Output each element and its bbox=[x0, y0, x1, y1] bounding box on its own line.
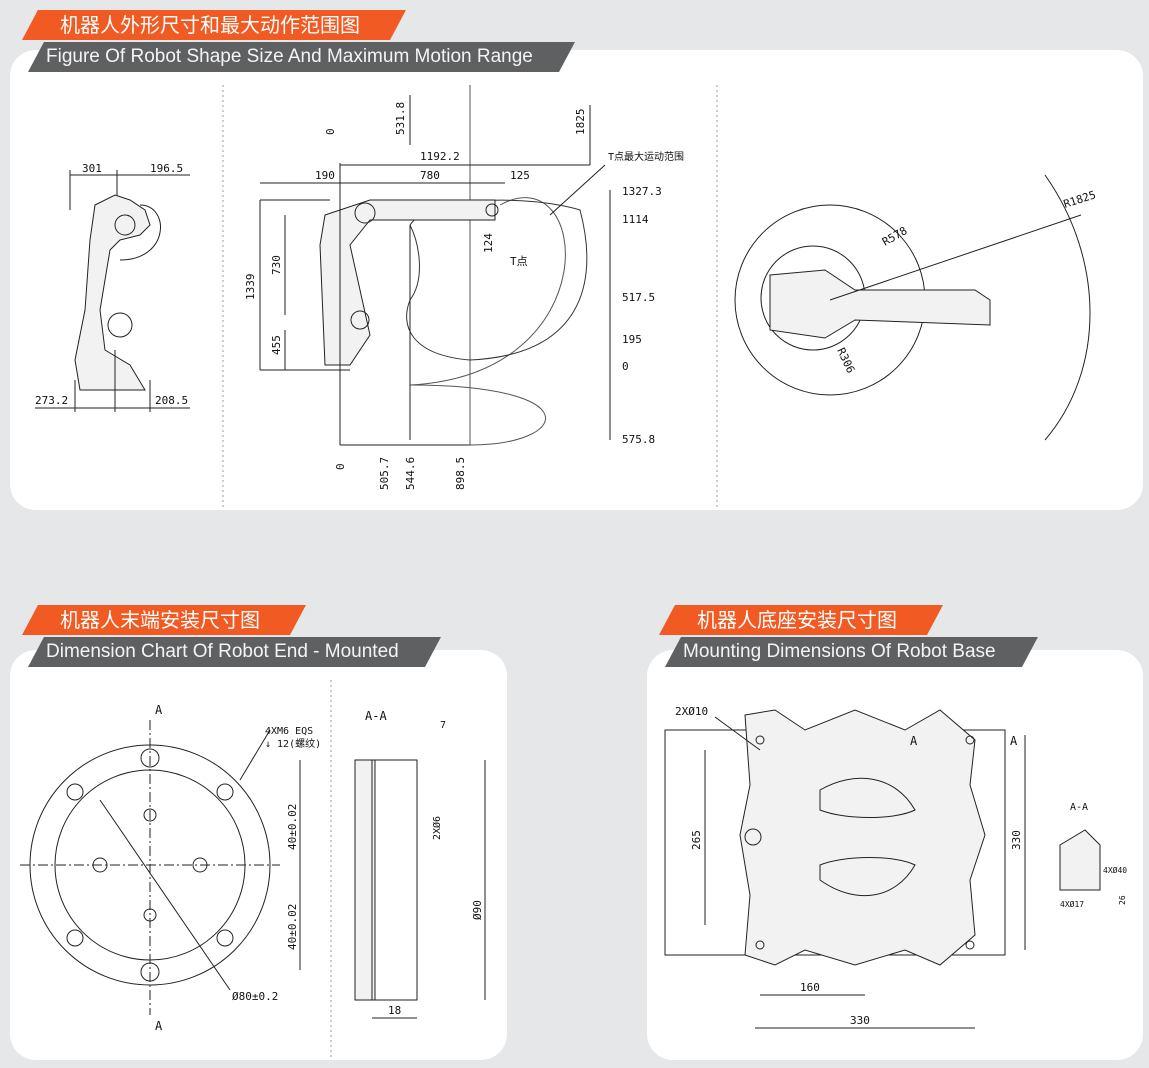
dia-80: Ø80±0.2 bbox=[232, 990, 278, 1003]
front-bottom-right: 208.5 bbox=[155, 394, 188, 407]
thread-depth: ↓ 12(螺纹) bbox=[265, 737, 321, 750]
flange-a-top: A bbox=[155, 703, 163, 717]
r-578: R578 bbox=[880, 224, 909, 249]
bottom-0: 0 bbox=[334, 463, 347, 470]
base-d26: 26 bbox=[1118, 895, 1127, 905]
divider-3 bbox=[330, 680, 332, 1060]
flange-a-bottom: A bbox=[155, 1019, 163, 1033]
shape-title-cn: 机器人外形尺寸和最大动作范围图 bbox=[22, 10, 390, 40]
bottom-898: 898.5 bbox=[454, 457, 467, 490]
top-0: 0 bbox=[324, 128, 337, 135]
h-730: 730 bbox=[270, 255, 283, 275]
r-195: 195 bbox=[622, 333, 642, 346]
top-1825: 1825 bbox=[574, 109, 587, 136]
end-title-cn: 机器人末端安装尺寸图 bbox=[22, 605, 290, 635]
r-517: 517.5 bbox=[622, 291, 655, 304]
top-531: 531.8 bbox=[394, 102, 407, 135]
divider-1 bbox=[222, 85, 224, 510]
shape-card bbox=[10, 50, 1143, 510]
dim-18: 18 bbox=[388, 1004, 401, 1017]
dim-40b: 40±0.02 bbox=[286, 904, 299, 950]
d-780: 780 bbox=[420, 169, 440, 182]
front-bottom-left: 273.2 bbox=[35, 394, 68, 407]
bottom-505: 505.7 bbox=[378, 457, 391, 490]
shape-title-en: Figure Of Robot Shape Size And Maximum M… bbox=[28, 42, 559, 72]
base-title-en: Mounting Dimensions Of Robot Base bbox=[665, 637, 1022, 667]
r-306: R306 bbox=[834, 346, 857, 376]
dim-7: 7 bbox=[440, 720, 446, 731]
d-1192: 1192.2 bbox=[420, 150, 460, 163]
base-d17: 4XØ17 bbox=[1060, 899, 1084, 909]
d-190: 190 bbox=[315, 169, 335, 182]
base-a1: A bbox=[910, 734, 918, 748]
flange-section: A-A Ø90 2XØ6 7 18 bbox=[354, 709, 486, 1019]
h-455: 455 bbox=[270, 335, 283, 355]
dim-90: Ø90 bbox=[471, 900, 484, 920]
front-view: 301 196.5 273.2 208.5 bbox=[35, 162, 190, 412]
section-aa: A-A bbox=[365, 709, 387, 723]
dim-160: 160 bbox=[800, 981, 820, 994]
divider-2 bbox=[716, 85, 718, 510]
dim-40a: 40±0.02 bbox=[286, 804, 299, 850]
h-1339: 1339 bbox=[244, 274, 257, 301]
base-section: A-A bbox=[1070, 802, 1088, 813]
d-124: 124 bbox=[482, 233, 495, 253]
r-1327: 1327.3 bbox=[622, 185, 662, 198]
t-point: T点 bbox=[510, 255, 528, 268]
base-title-cn: 机器人底座安装尺寸图 bbox=[659, 605, 927, 635]
r-575: 575.8 bbox=[622, 433, 655, 446]
top-view: R1825 R578 R306 bbox=[734, 174, 1098, 441]
end-title-en: Dimension Chart Of Robot End - Mounted bbox=[28, 637, 425, 667]
base-a2: A bbox=[1010, 734, 1018, 748]
front-top-left: 301 bbox=[82, 162, 102, 175]
flange-face: A A 4XM6 EQS ↓ 12(螺纹) 40±0.02 40±0.02 Ø8… bbox=[20, 703, 321, 1033]
thread-spec: 4XM6 EQS bbox=[265, 726, 313, 737]
r-0: 0 bbox=[622, 360, 629, 373]
base-d40: 4XØ40 bbox=[1103, 865, 1127, 875]
dim-265: 265 bbox=[690, 830, 703, 850]
end-card bbox=[10, 650, 507, 1060]
dim-330-v: 330 bbox=[1010, 830, 1023, 850]
dim-330-h: 330 bbox=[850, 1014, 870, 1027]
side-view: 1192.2 190 780 125 0 531.8 1825 124 T点 T… bbox=[244, 85, 684, 490]
pin-spec: 2XØ10 bbox=[675, 705, 708, 718]
r-1114: 1114 bbox=[622, 213, 649, 226]
d-125: 125 bbox=[510, 169, 530, 182]
front-top-right: 196.5 bbox=[150, 162, 183, 175]
dim-6: 2XØ6 bbox=[431, 816, 443, 840]
range-label: T点最大运动范围 bbox=[608, 150, 684, 163]
base-plan: 265 330 160 330 2XØ10 A A A-A 4XØ40 4XØ1… bbox=[664, 705, 1127, 1029]
bottom-544: 544.6 bbox=[404, 457, 417, 490]
r-1825: R1825 bbox=[1062, 188, 1098, 211]
